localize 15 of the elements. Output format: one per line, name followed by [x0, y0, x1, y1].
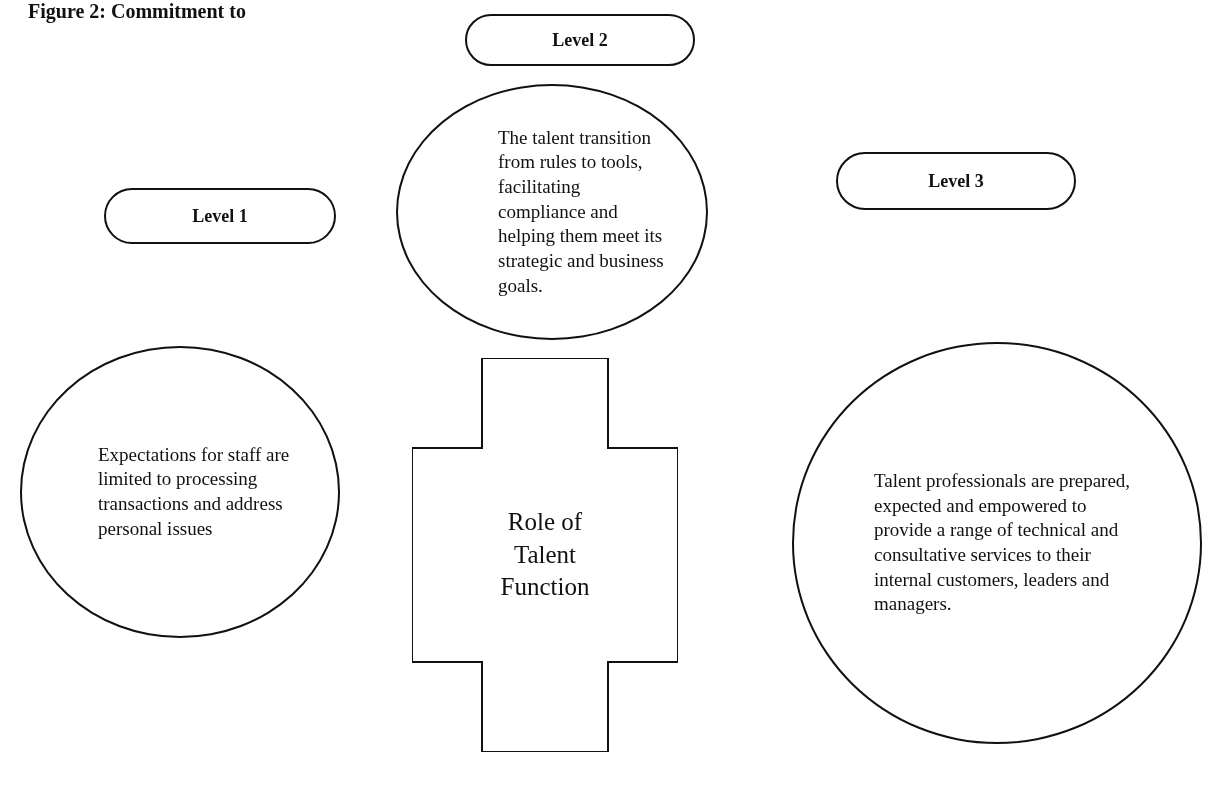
description-text: The talent transition from rules to tools, facilitating compliance and helping them meet its strategic and business goals.	[498, 125, 665, 298]
description-text: Expectations for staff are limited to processing transactions and address personal issues	[98, 442, 291, 541]
level-label: Level 3	[928, 170, 984, 192]
cross-shape	[412, 358, 678, 752]
level-pill	[836, 152, 1076, 210]
level-label: Level 1	[192, 205, 248, 227]
description-ellipse	[792, 342, 1202, 744]
figure-title: Figure 2: Commitment to	[28, 0, 246, 23]
level-label: Level 2	[552, 29, 608, 51]
level-pill	[465, 14, 695, 66]
description-ellipse	[20, 346, 340, 638]
description-ellipse	[396, 84, 708, 340]
description-text: Talent professionals are prepared, expected and empowered to provide a range of technical and consultative services to their internal customers, leaders and managers.	[874, 468, 1132, 617]
center-label: Role of Talent Function	[499, 507, 591, 603]
level-pill	[104, 188, 336, 244]
